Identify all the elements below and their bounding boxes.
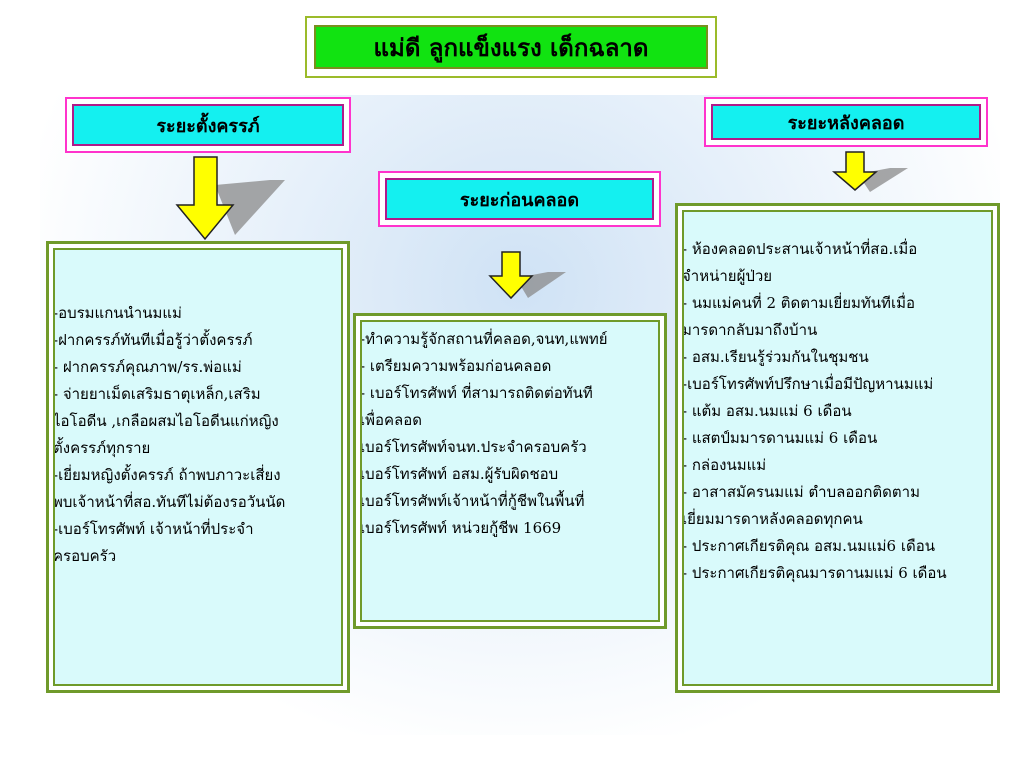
list-item: ไอโอดีน ,เกลือผสมไอโอดีนแก่หญิง xyxy=(53,412,279,430)
list-item: -เยี่ยมหญิงตั้งครรภ์ ถ้าพบภาวะเสี่ยง xyxy=(53,466,281,484)
list-item: เบอร์โทรศัพท์ หน่วยกู้ชีพ 1669 xyxy=(360,519,562,537)
arrow-down-icon xyxy=(488,251,566,300)
list-item: -ฝากครรภ์ทันทีเมื่อรู้ว่าตั้งครรภ์ xyxy=(53,331,253,349)
before-delivery-item-list: -ทำความรู้จักสถานที่คลอด,จนท,แพทย์ - เตร… xyxy=(360,326,658,542)
title-box: แม่ดี ลูกแข็งแรง เด็กฉลาด xyxy=(305,16,717,78)
list-item: - ห้องคลอดประสานเจ้าหน้าที่สอ.เมื่อ xyxy=(682,240,918,258)
list-item: -อบรมแกนนำนมแม่ xyxy=(53,304,182,322)
list-item: -เบอร์โทรศัพท์ปรึกษาเมื่อมีปัญหานมแม่ xyxy=(682,375,934,393)
list-item: -ทำความรู้จักสถานที่คลอด,จนท,แพทย์ xyxy=(360,330,608,348)
list-item: - อาสาสมัครนมแม่ ตำบลออกติดตาม xyxy=(682,483,920,501)
phase-after-delivery-header: ระยะหลังคลอด xyxy=(704,97,988,147)
list-item: - เตรียมความพร้อมก่อนคลอด xyxy=(360,357,552,375)
panel-pregnancy: -อบรมแกนนำนมแม่ -ฝากครรภ์ทันทีเมื่อรู้ว่… xyxy=(46,241,350,693)
list-item: -เบอร์โทรศัพท์ เจ้าหน้าที่ประจำ xyxy=(53,520,254,538)
list-item: เบอร์โทรศัพท์เจ้าหน้าที่กู้ชีพในพื้นที่ xyxy=(360,492,585,510)
phase-before-delivery-header: ระยะก่อนคลอด xyxy=(378,171,661,227)
phase-pregnancy-header: ระยะตั้งครรภ์ xyxy=(65,97,351,153)
list-item: - แต้ม อสม.นมแม่ 6 เดือน xyxy=(682,402,852,420)
list-item: เยี่ยมมารดาหลังคลอดทุกคน xyxy=(682,510,863,528)
list-item: - ฝากครรภ์คุณภาพ/รร.พ่อแม่ xyxy=(53,358,242,376)
pregnancy-item-list: -อบรมแกนนำนมแม่ -ฝากครรภ์ทันทีเมื่อรู้ว่… xyxy=(53,300,341,570)
phase-after-delivery-label: ระยะหลังคลอด xyxy=(711,104,981,140)
panel-before-delivery: -ทำความรู้จักสถานที่คลอด,จนท,แพทย์ - เตร… xyxy=(353,313,667,629)
after-delivery-item-list: - ห้องคลอดประสานเจ้าหน้าที่สอ.เมื่อ จำหน… xyxy=(682,236,991,587)
panel-before-delivery-content: -ทำความรู้จักสถานที่คลอด,จนท,แพทย์ - เตร… xyxy=(360,320,660,622)
phase-before-delivery-label: ระยะก่อนคลอด xyxy=(385,178,654,220)
list-item: - จ่ายยาเม็ดเสริมธาตุเหล็ก,เสริม xyxy=(53,385,261,403)
list-item: เบอร์โทรศัพท์จนท.ประจำครอบครัว xyxy=(360,438,587,456)
phase-pregnancy-label: ระยะตั้งครรภ์ xyxy=(72,104,344,146)
panel-pregnancy-content: -อบรมแกนนำนมแม่ -ฝากครรภ์ทันทีเมื่อรู้ว่… xyxy=(53,248,343,686)
page-title: แม่ดี ลูกแข็งแรง เด็กฉลาด xyxy=(314,25,708,69)
list-item: เพื่อคลอด xyxy=(360,411,422,429)
list-item: มารดากลับมาถึงบ้าน xyxy=(682,321,818,339)
list-item: - อสม.เรียนรู้ร่วมกันในชุมชน xyxy=(682,348,869,366)
arrow-down-icon xyxy=(175,156,285,241)
panel-after-delivery-content: - ห้องคลอดประสานเจ้าหน้าที่สอ.เมื่อ จำหน… xyxy=(682,210,993,686)
list-item: พบเจ้าหน้าที่สอ.ทันทีไม่ต้องรอวันนัด xyxy=(53,493,286,511)
list-item: ครอบครัว xyxy=(53,547,117,565)
list-item: - ประกาศเกียรติคุณ อสม.นมแม่6 เดือน xyxy=(682,537,935,555)
panel-after-delivery: - ห้องคลอดประสานเจ้าหน้าที่สอ.เมื่อ จำหน… xyxy=(675,203,1000,693)
list-item: - เบอร์โทรศัพท์ ที่สามารถติดต่อทันที xyxy=(360,384,593,402)
list-item: - นมแม่คนที่ 2 ติดตามเยี่ยมทันทีเมื่อ xyxy=(682,294,915,312)
list-item: ตั้งครรภ์ทุกราย xyxy=(53,439,151,457)
list-item: - กล่องนมแม่ xyxy=(682,456,767,474)
list-item: เบอร์โทรศัพท์ อสม.ผู้รับผิดชอบ xyxy=(360,465,559,483)
list-item: จำหน่ายผู้ป่วย xyxy=(682,267,773,285)
arrow-down-icon xyxy=(832,151,908,192)
list-item: - ประกาศเกียรติคุณมารดานมแม่ 6 เดือน xyxy=(682,564,947,582)
list-item: - แสตป์มมารดานมแม่ 6 เดือน xyxy=(682,429,878,447)
